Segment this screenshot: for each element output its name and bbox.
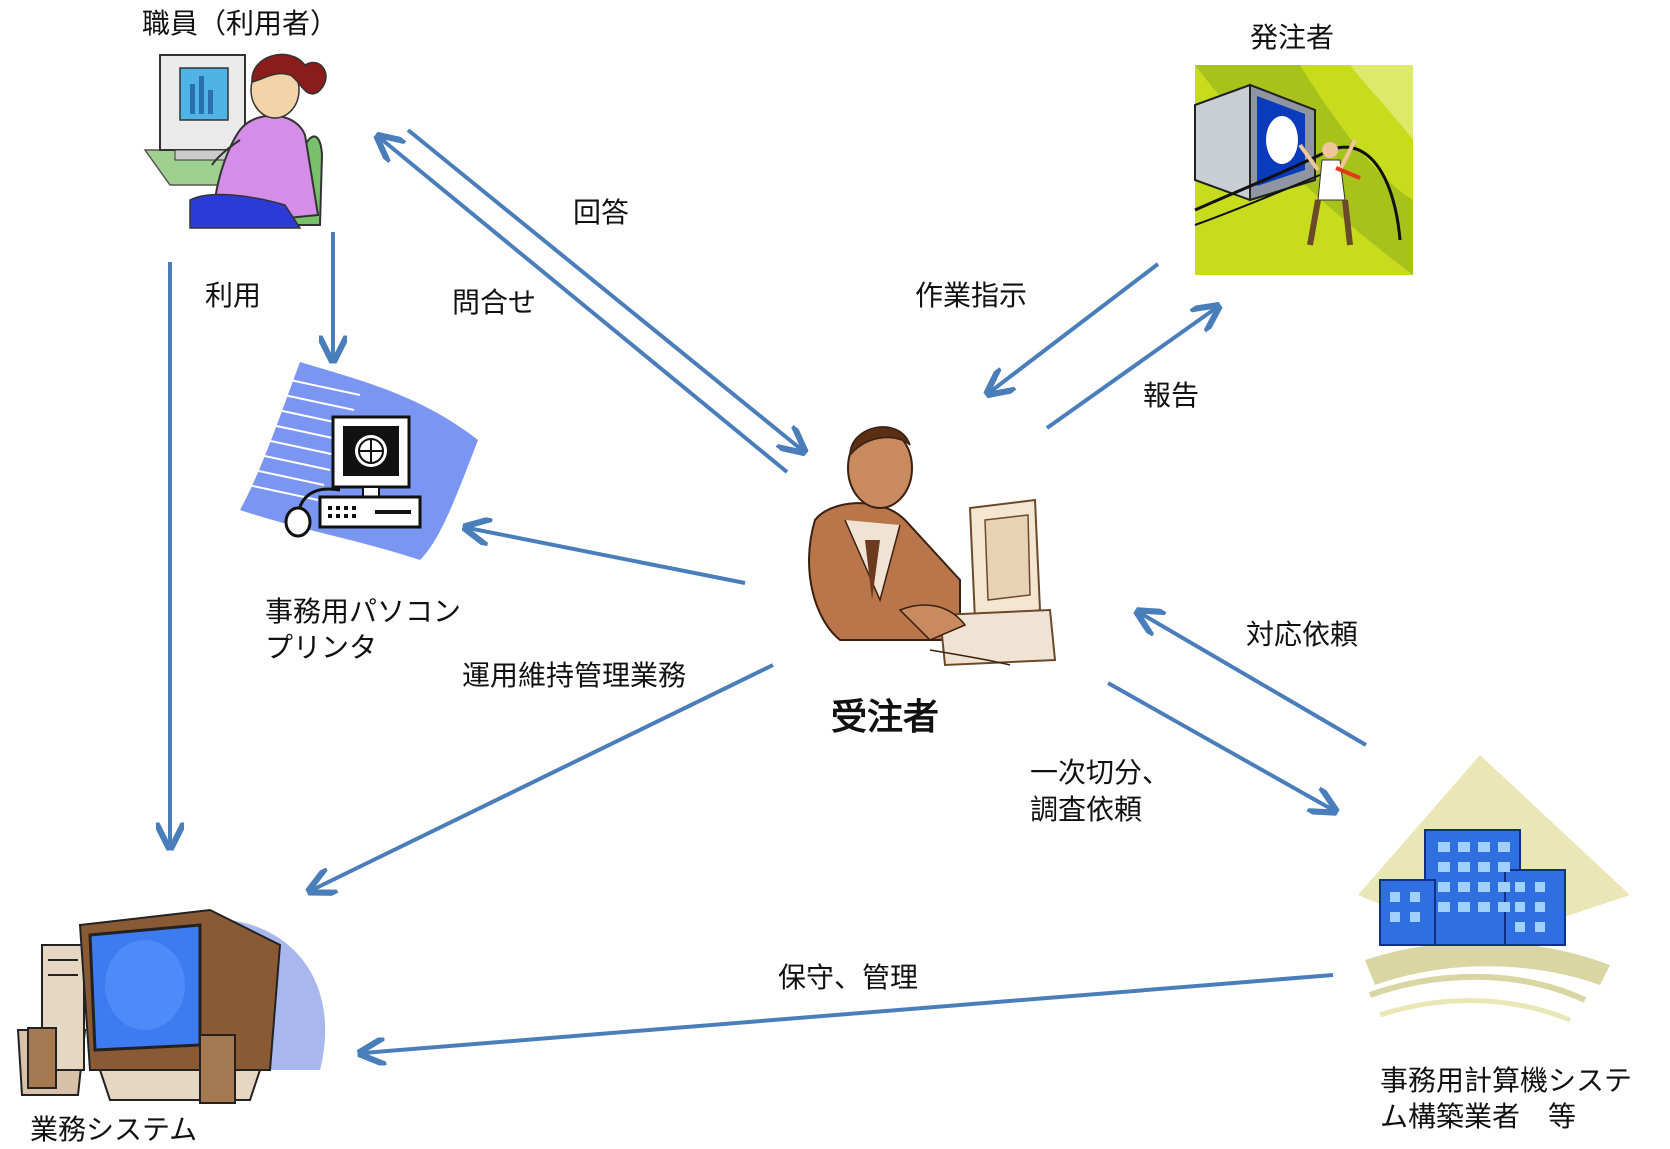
edge-label-operation: 運用維持管理業務 [462, 659, 687, 692]
contractor-illustration [808, 426, 1057, 667]
business-system-illustration [16, 908, 326, 1104]
node-label-vendor-line2: ム構築業者 等 [1380, 1100, 1577, 1133]
arrow-inquiry [406, 128, 802, 450]
node-label-office-pc-line2: プリンタ [265, 631, 378, 664]
vendor-illustration [1358, 755, 1630, 1023]
arrow-reply [380, 138, 789, 474]
edge-label-work-instruction: 作業指示 [915, 279, 1028, 312]
arrow-report [1045, 308, 1216, 430]
node-label-vendor-line1: 事務用計算機システ [1380, 1064, 1633, 1097]
arrow-triage [1107, 681, 1333, 810]
edge-label-report: 報告 [1143, 379, 1200, 412]
node-label-contractor: 受注者 [831, 697, 940, 738]
orderer-illustration [1194, 65, 1413, 275]
edge-label-triage-line1: 一次切分、 [1030, 756, 1171, 789]
arrow-work-instruction [990, 262, 1160, 392]
arrow-operation [312, 663, 774, 890]
arrow-maintenance [363, 973, 1334, 1053]
node-label-orderer: 発注者 [1250, 21, 1335, 54]
edge-label-reply: 回答 [573, 196, 630, 229]
node-label-business-system: 業務システム [30, 1113, 198, 1146]
node-label-staff: 職員（利用者） [142, 7, 339, 40]
office-pc-illustration [240, 362, 478, 560]
edge-label-inquiry: 問合せ [452, 286, 537, 319]
edge-label-use: 利用 [205, 279, 262, 312]
edge-label-maintenance: 保守、管理 [778, 961, 919, 994]
edge-label-triage-line2: 調査依頼 [1030, 793, 1143, 826]
edge-label-request: 対応依頼 [1246, 618, 1359, 651]
arrow-contractor-to-pc [468, 528, 746, 585]
staff-illustration [143, 53, 327, 229]
arrow-request [1140, 613, 1368, 747]
node-label-office-pc-line1: 事務用パソコン [265, 595, 462, 628]
